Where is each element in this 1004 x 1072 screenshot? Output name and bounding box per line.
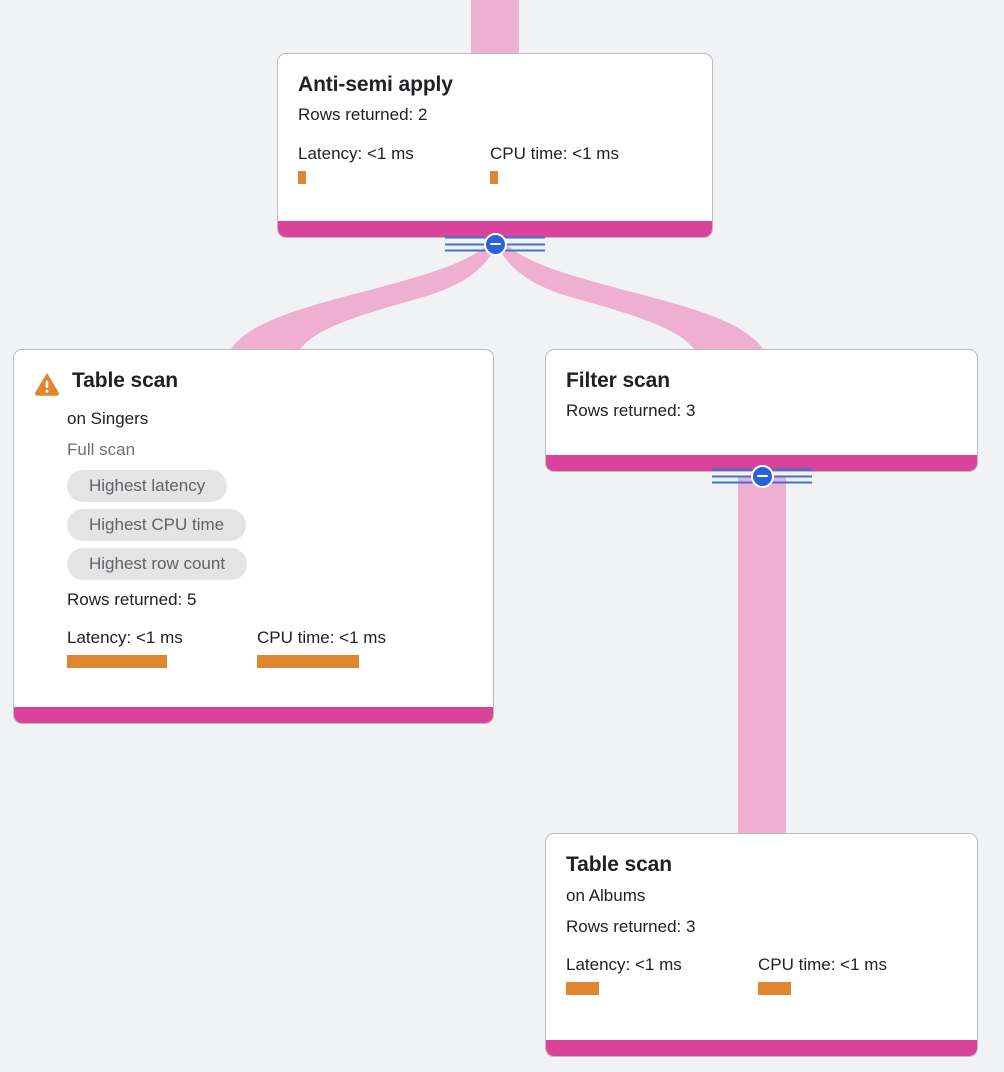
- node-table-scan-albums[interactable]: Table scan on Albums Rows returned: 3 La…: [545, 833, 978, 1057]
- insight-chip-highest-row-count[interactable]: Highest row count: [67, 547, 248, 580]
- node-anti-semi-apply[interactable]: Anti-semi apply Rows returned: 2 Latency…: [277, 53, 713, 238]
- node-title: Filter scan: [566, 369, 670, 392]
- minus-circle-icon[interactable]: [483, 232, 507, 256]
- warning-triangle-icon: [34, 372, 60, 401]
- node-title: Anti-semi apply: [298, 73, 453, 96]
- on-table-label: on Albums: [566, 886, 646, 906]
- node-footer-bar: [546, 455, 977, 471]
- latency-bar: [298, 170, 306, 184]
- node-footer-bar: [14, 707, 493, 723]
- cpu-time-bar: [257, 655, 359, 669]
- node-title-row: Anti-semi apply: [298, 72, 692, 98]
- edge-anti-semi-to-filter-scan: [498, 243, 763, 349]
- latency-bar: [67, 655, 167, 669]
- node-title-row: Table scan: [566, 852, 957, 878]
- cpu-time-label: CPU time: <1 ms: [490, 143, 619, 163]
- latency-bar: [566, 982, 599, 996]
- node-title-row: Table scan: [34, 368, 473, 401]
- collapse-toggle-anti-semi-apply[interactable]: [445, 231, 545, 257]
- insight-chip-highest-cpu-time[interactable]: Highest CPU time: [67, 508, 247, 541]
- insight-chip-highest-latency[interactable]: Highest latency: [67, 469, 228, 502]
- edge-anti-semi-to-table-scan-singers: [231, 243, 496, 349]
- cpu-time-label: CPU time: <1 ms: [257, 628, 386, 648]
- cpu-time-bar: [490, 170, 498, 184]
- node-body: Table scan on Singers Full scan Highest …: [14, 350, 493, 707]
- node-footer-bar: [278, 221, 712, 237]
- latency-label: Latency: <1 ms: [566, 954, 682, 974]
- node-body: Table scan on Albums Rows returned: 3 La…: [546, 834, 977, 1040]
- insight-chips: Highest latency Highest CPU time Highest…: [34, 469, 473, 580]
- node-body: Anti-semi apply Rows returned: 2 Latency…: [278, 54, 712, 221]
- latency-label: Latency: <1 ms: [67, 628, 183, 648]
- edge-root-to-anti-semi-apply: [471, 0, 519, 54]
- latency-label: Latency: <1 ms: [298, 143, 414, 163]
- cpu-time-bar: [758, 982, 791, 996]
- metrics-row: Latency: <1 ms CPU time: <1 ms: [298, 143, 692, 184]
- rows-returned: Rows returned: 3: [566, 401, 696, 421]
- cpu-metric: CPU time: <1 ms: [490, 143, 619, 184]
- minus-circle-icon[interactable]: [750, 464, 774, 488]
- node-table-scan-singers[interactable]: Table scan on Singers Full scan Highest …: [13, 349, 494, 724]
- metrics-row: Latency: <1 ms CPU time: <1 ms: [566, 954, 957, 996]
- node-body: Filter scan Rows returned: 3: [546, 350, 977, 455]
- latency-metric: Latency: <1 ms: [67, 627, 257, 669]
- collapse-toggle-filter-scan[interactable]: [712, 463, 812, 489]
- node-title: Table scan: [566, 853, 672, 876]
- node-footer-bar: [546, 1040, 977, 1056]
- node-title-row: Filter scan: [566, 368, 957, 394]
- on-table-label: on Singers: [67, 409, 149, 428]
- rows-returned: Rows returned: 5: [67, 589, 197, 609]
- rows-returned: Rows returned: 2: [298, 105, 428, 125]
- metrics-row: Latency: <1 ms CPU time: <1 ms: [34, 627, 473, 669]
- cpu-time-label: CPU time: <1 ms: [758, 954, 887, 974]
- scan-type-label: Full scan: [67, 440, 136, 460]
- latency-metric: Latency: <1 ms: [298, 143, 490, 184]
- cpu-metric: CPU time: <1 ms: [257, 627, 386, 669]
- node-title: Table scan: [72, 369, 178, 392]
- latency-metric: Latency: <1 ms: [566, 954, 758, 996]
- rows-returned: Rows returned: 3: [566, 916, 696, 936]
- node-filter-scan[interactable]: Filter scan Rows returned: 3: [545, 349, 978, 472]
- edge-filter-scan-to-table-scan-albums: [738, 476, 786, 838]
- cpu-metric: CPU time: <1 ms: [758, 954, 887, 996]
